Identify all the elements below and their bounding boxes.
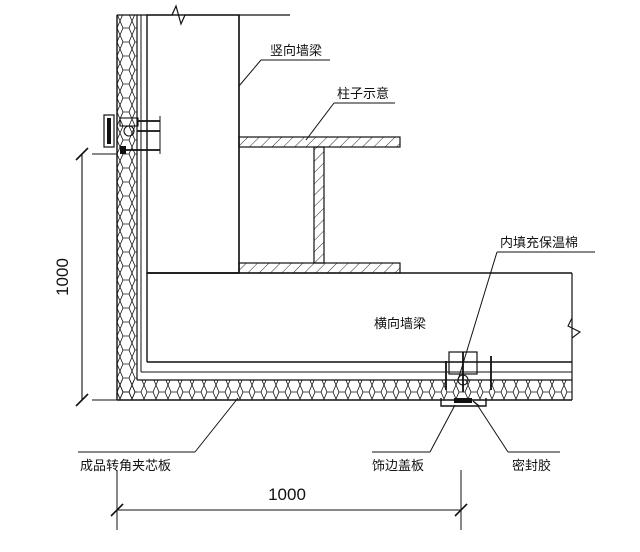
vertical-fasteners <box>103 114 161 154</box>
label-corner-sandwich-panel: 成品转角夹芯板 <box>80 459 171 474</box>
vertical-panel-leg <box>116 15 142 400</box>
label-vertical-wall-beam: 竖向墙梁 <box>270 43 322 59</box>
vertical-wall-beam <box>146 14 240 274</box>
label-insulation-fill: 内填充保温棉 <box>500 235 578 251</box>
leader-lines <box>78 59 595 453</box>
vertical-dimension-label: 1000 <box>53 258 72 296</box>
trim-cover-plate-detail <box>440 351 492 407</box>
horizontal-dimension-label: 1000 <box>268 485 306 504</box>
label-trim-cover-plate: 饰边盖板 <box>372 459 424 474</box>
horizontal-wall-beam <box>146 272 582 400</box>
label-horizontal-wall-beam: 横向墙梁 <box>374 316 426 332</box>
vertical-dimension: 1000 <box>53 147 117 407</box>
horizontal-dimension: 1000 <box>110 470 468 530</box>
horizontal-panel-leg <box>117 371 572 401</box>
label-sealant: 密封胶 <box>512 458 551 474</box>
label-column-schematic: 柱子示意 <box>337 86 389 102</box>
